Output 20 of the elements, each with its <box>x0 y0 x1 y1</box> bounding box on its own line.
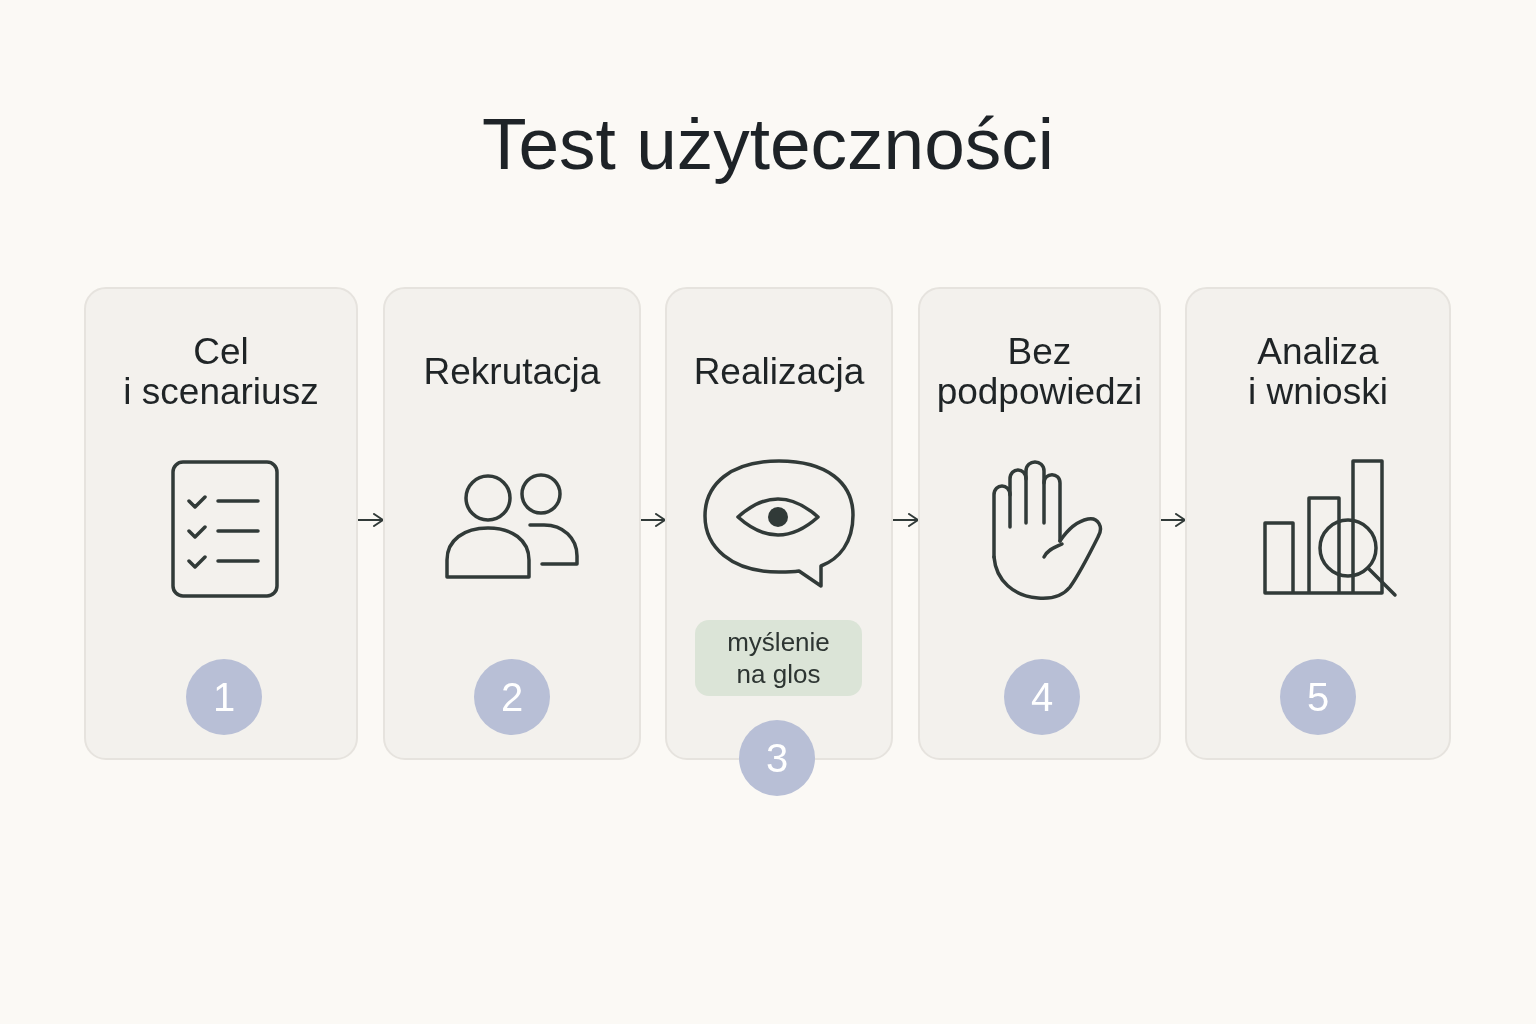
arrow <box>1160 513 1186 527</box>
step-number: 3 <box>739 720 815 796</box>
step-title: Cel i scenariusz <box>122 332 320 412</box>
note-tag: myślenie na glos <box>695 620 862 696</box>
step-number: 4 <box>1004 659 1080 735</box>
step-title: Analiza i wnioski <box>1247 332 1389 412</box>
step-number: 2 <box>474 659 550 735</box>
step-number: 5 <box>1280 659 1356 735</box>
arrow <box>357 513 384 527</box>
step-title: Realizacja <box>693 352 865 392</box>
step-card <box>918 287 1161 760</box>
arrow <box>892 513 919 527</box>
title: Test użyteczności <box>481 102 1055 186</box>
step-card <box>84 287 358 760</box>
arrow <box>640 513 666 527</box>
step-card <box>383 287 641 760</box>
step-title: Bez podpowiedzi <box>935 332 1144 412</box>
step-card <box>1185 287 1451 760</box>
step-title: Rekrutacja <box>423 352 601 392</box>
step-number: 1 <box>186 659 262 735</box>
